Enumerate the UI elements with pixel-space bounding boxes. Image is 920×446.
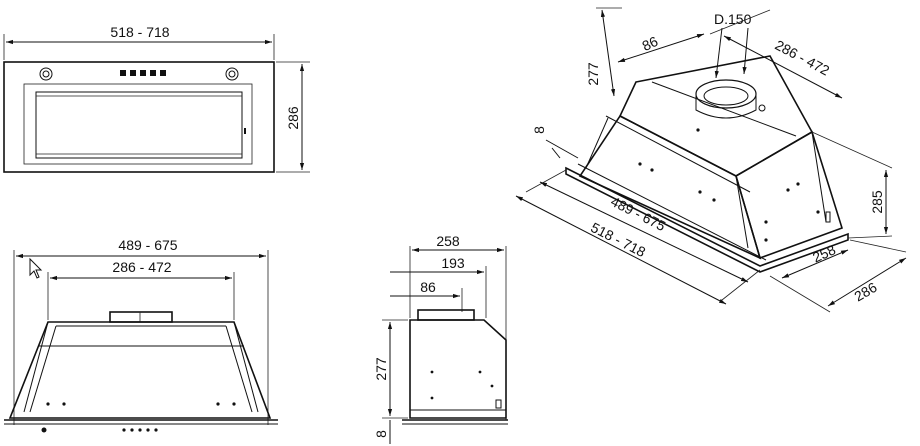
iso-base-label: 8 [531, 126, 547, 134]
iso-view: D.150 86 286 - 472 277 8 [515, 7, 907, 313]
iso-outlet-label: 86 [639, 33, 660, 54]
side-inner-depth-label: 193 [441, 255, 465, 271]
side-outlet-label: 86 [420, 279, 436, 295]
iso-inner-length-label: 489 - 675 [608, 193, 668, 234]
front-view: 518 - 718 286 [3, 24, 310, 173]
iso-inner-length-dimension [539, 181, 749, 283]
bottom-inner-label: 286 - 472 [112, 259, 171, 275]
side-base-label: 8 [373, 430, 389, 438]
iso-outer-depth-dimension [827, 257, 907, 307]
iso-top-label: 286 - 472 [772, 37, 832, 79]
iso-height-label: 277 [585, 62, 601, 86]
bottom-hood-body [8, 321, 272, 419]
iso-top-dimension [723, 35, 843, 99]
cursor-icon [29, 257, 43, 279]
iso-bottom-frame [565, 166, 849, 273]
iso-outer-length-dimension [515, 195, 727, 305]
front-height-label: 286 [285, 106, 301, 130]
bottom-outer-label: 489 - 675 [118, 237, 177, 253]
iso-height-dimension [600, 9, 616, 97]
lamp-right-icon [225, 67, 239, 81]
iso-outlet-dimension [617, 33, 705, 63]
lamp-left-icon [39, 67, 53, 81]
iso-outer-length-label: 518 - 718 [588, 219, 648, 260]
iso-duct-label: D.150 [714, 11, 752, 27]
control-buttons [120, 70, 166, 76]
iso-outer-depth-label: 286 [851, 279, 879, 305]
side-height-label: 277 [373, 357, 389, 381]
front-panel [3, 61, 275, 173]
iso-inner-depth-dimension [781, 249, 849, 279]
side-depth-label: 258 [436, 233, 460, 249]
side-hood-body [409, 319, 507, 419]
front-width-label: 518 - 718 [110, 24, 169, 40]
iso-total-height-label: 285 [869, 190, 885, 214]
side-view: 258 193 86 277 8 [373, 233, 508, 444]
bottom-view: 489 - 675 286 - 472 [4, 237, 278, 433]
